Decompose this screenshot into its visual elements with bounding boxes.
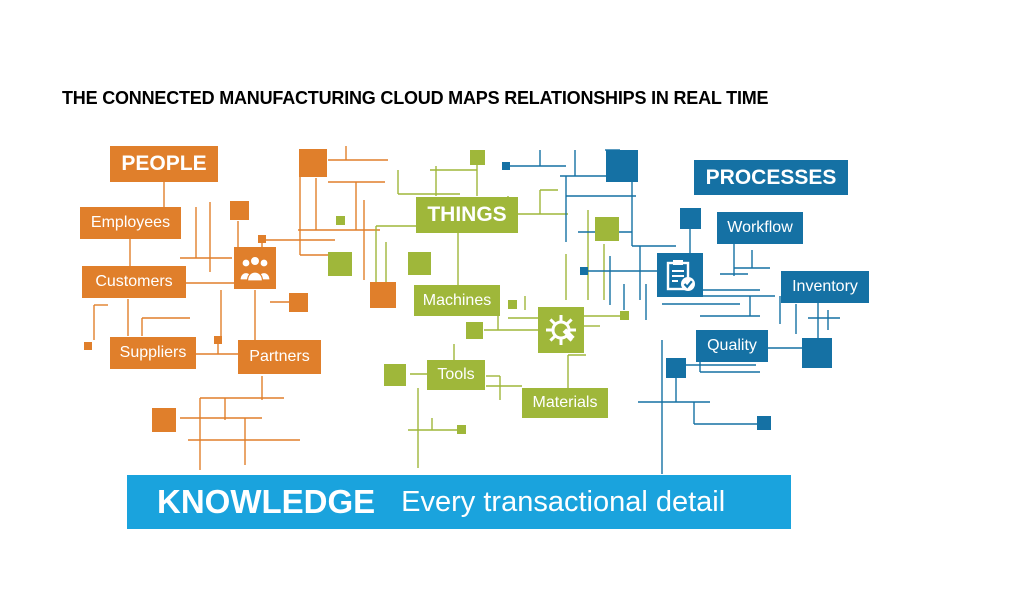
people-item-partners: Partners — [238, 340, 321, 374]
people-connection-lines — [93, 146, 388, 470]
processes-item-inventory: Inventory — [781, 271, 869, 303]
people-item-suppliers: Suppliers — [110, 337, 196, 369]
knowledge-subtitle: Every transactional detail — [401, 485, 726, 518]
people-node-squares — [84, 149, 396, 432]
clipboard-check-icon — [657, 253, 703, 297]
knowledge-heading: KNOWLEDGE — [157, 483, 376, 520]
gear-icon — [538, 307, 584, 353]
processes-heading: PROCESSES — [694, 160, 848, 195]
processes-node-squares — [502, 150, 832, 430]
things-item-materials: Materials — [522, 388, 608, 418]
processes-item-workflow: Workflow — [717, 212, 803, 244]
knowledge-banner: KNOWLEDGE Every transactional detail — [127, 475, 791, 529]
things-item-machines: Machines — [414, 285, 500, 316]
people-item-employees: Employees — [80, 207, 181, 239]
things-item-tools: Tools — [427, 360, 485, 390]
page-title: THE CONNECTED MANUFACTURING CLOUD MAPS R… — [62, 88, 769, 108]
things-node-squares — [328, 150, 629, 434]
processes-item-quality: Quality — [696, 330, 768, 362]
things-heading: THINGS — [416, 197, 518, 233]
group-people-icon — [234, 247, 276, 289]
people-heading: PEOPLE — [110, 146, 218, 182]
people-item-customers: Customers — [82, 266, 186, 298]
